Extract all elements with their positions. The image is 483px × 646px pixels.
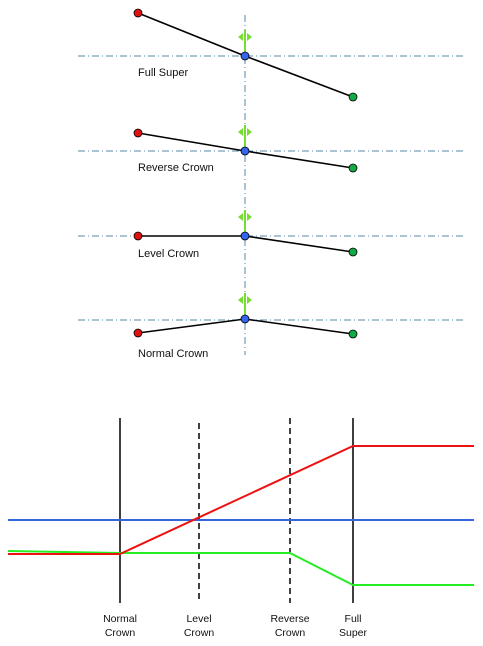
section-normal-crown: Normal Crown bbox=[78, 293, 466, 360]
section-label: Normal Crown bbox=[138, 348, 208, 360]
section-full-super: Full Super bbox=[78, 8, 466, 102]
left-edge-point bbox=[133, 8, 143, 18]
left-edge-point bbox=[133, 231, 143, 241]
center-point bbox=[240, 51, 250, 61]
station-label-reverse-crown-2: Crown bbox=[275, 627, 306, 639]
station-label-level-crown-2: Crown bbox=[184, 627, 215, 639]
right-edge-point bbox=[348, 92, 358, 102]
section-label: Level Crown bbox=[138, 248, 199, 260]
station-label-level-crown: Level bbox=[186, 613, 211, 625]
left-edge-profile bbox=[8, 445, 474, 555]
station-label-full-super-2: Super bbox=[339, 627, 368, 639]
left-edge-point bbox=[133, 328, 143, 338]
station-label-full-super: Full bbox=[345, 613, 362, 625]
station-label-normal-crown-2: Crown bbox=[105, 627, 136, 639]
center-point bbox=[240, 146, 250, 156]
station-label-reverse-crown: Reverse bbox=[270, 613, 309, 625]
right-edge-point bbox=[348, 247, 358, 257]
right-edge-profile bbox=[7, 550, 474, 586]
center-point bbox=[240, 231, 250, 241]
transition-profile: Normal Crown Level Crown Reverse Crown F… bbox=[7, 418, 474, 639]
section-level-crown: Level Crown bbox=[78, 210, 466, 260]
section-label: Reverse Crown bbox=[138, 162, 214, 174]
section-label: Full Super bbox=[138, 67, 188, 79]
left-edge-point bbox=[133, 128, 143, 138]
right-edge-point bbox=[348, 329, 358, 339]
station-label-normal-crown: Normal bbox=[103, 613, 137, 625]
section-reverse-crown: Reverse Crown bbox=[78, 125, 466, 174]
center-point bbox=[240, 314, 250, 324]
cross-sections: Full Super Reverse Crown bbox=[78, 8, 466, 360]
right-edge-point bbox=[348, 163, 358, 173]
